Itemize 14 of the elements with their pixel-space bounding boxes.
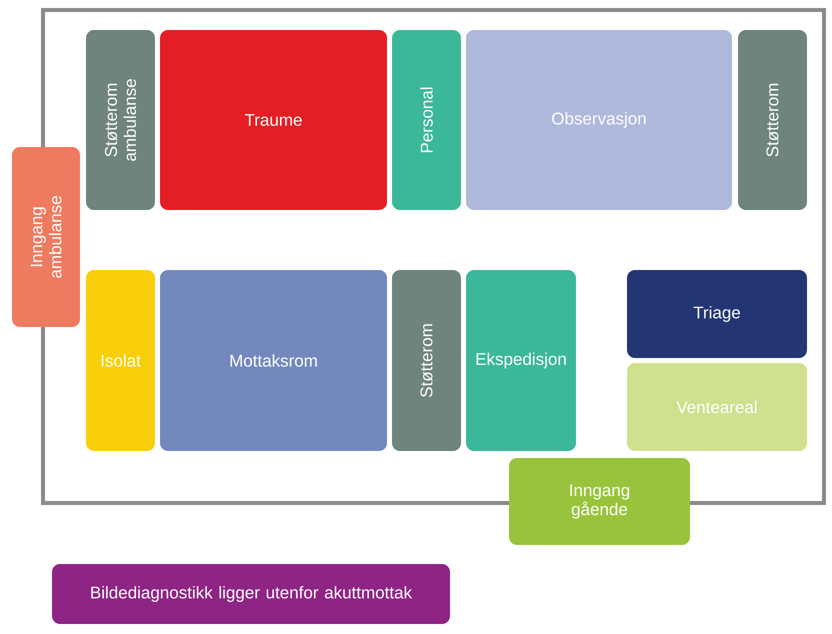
room-box: Støtterom	[392, 270, 461, 451]
room-box: Ekspedisjon	[466, 270, 576, 451]
entrance-box: Inngang ambulanse	[12, 147, 80, 327]
room-box: Isolat	[86, 270, 155, 451]
room-box: Personal	[392, 30, 461, 210]
room-box: Støtterom	[738, 30, 807, 210]
room-box: Venteareal	[627, 363, 807, 451]
room-box: Triage	[627, 270, 807, 358]
entrance-box: Inngang gående	[509, 458, 690, 545]
room-box: Traume	[160, 30, 387, 210]
room-box: Observasjon	[466, 30, 732, 210]
room-box: Støtterom ambulanse	[86, 30, 155, 210]
note-box: Bildediagnostikk ligger utenfor akuttmottak	[52, 564, 450, 624]
room-box: Mottaksrom	[160, 270, 387, 451]
